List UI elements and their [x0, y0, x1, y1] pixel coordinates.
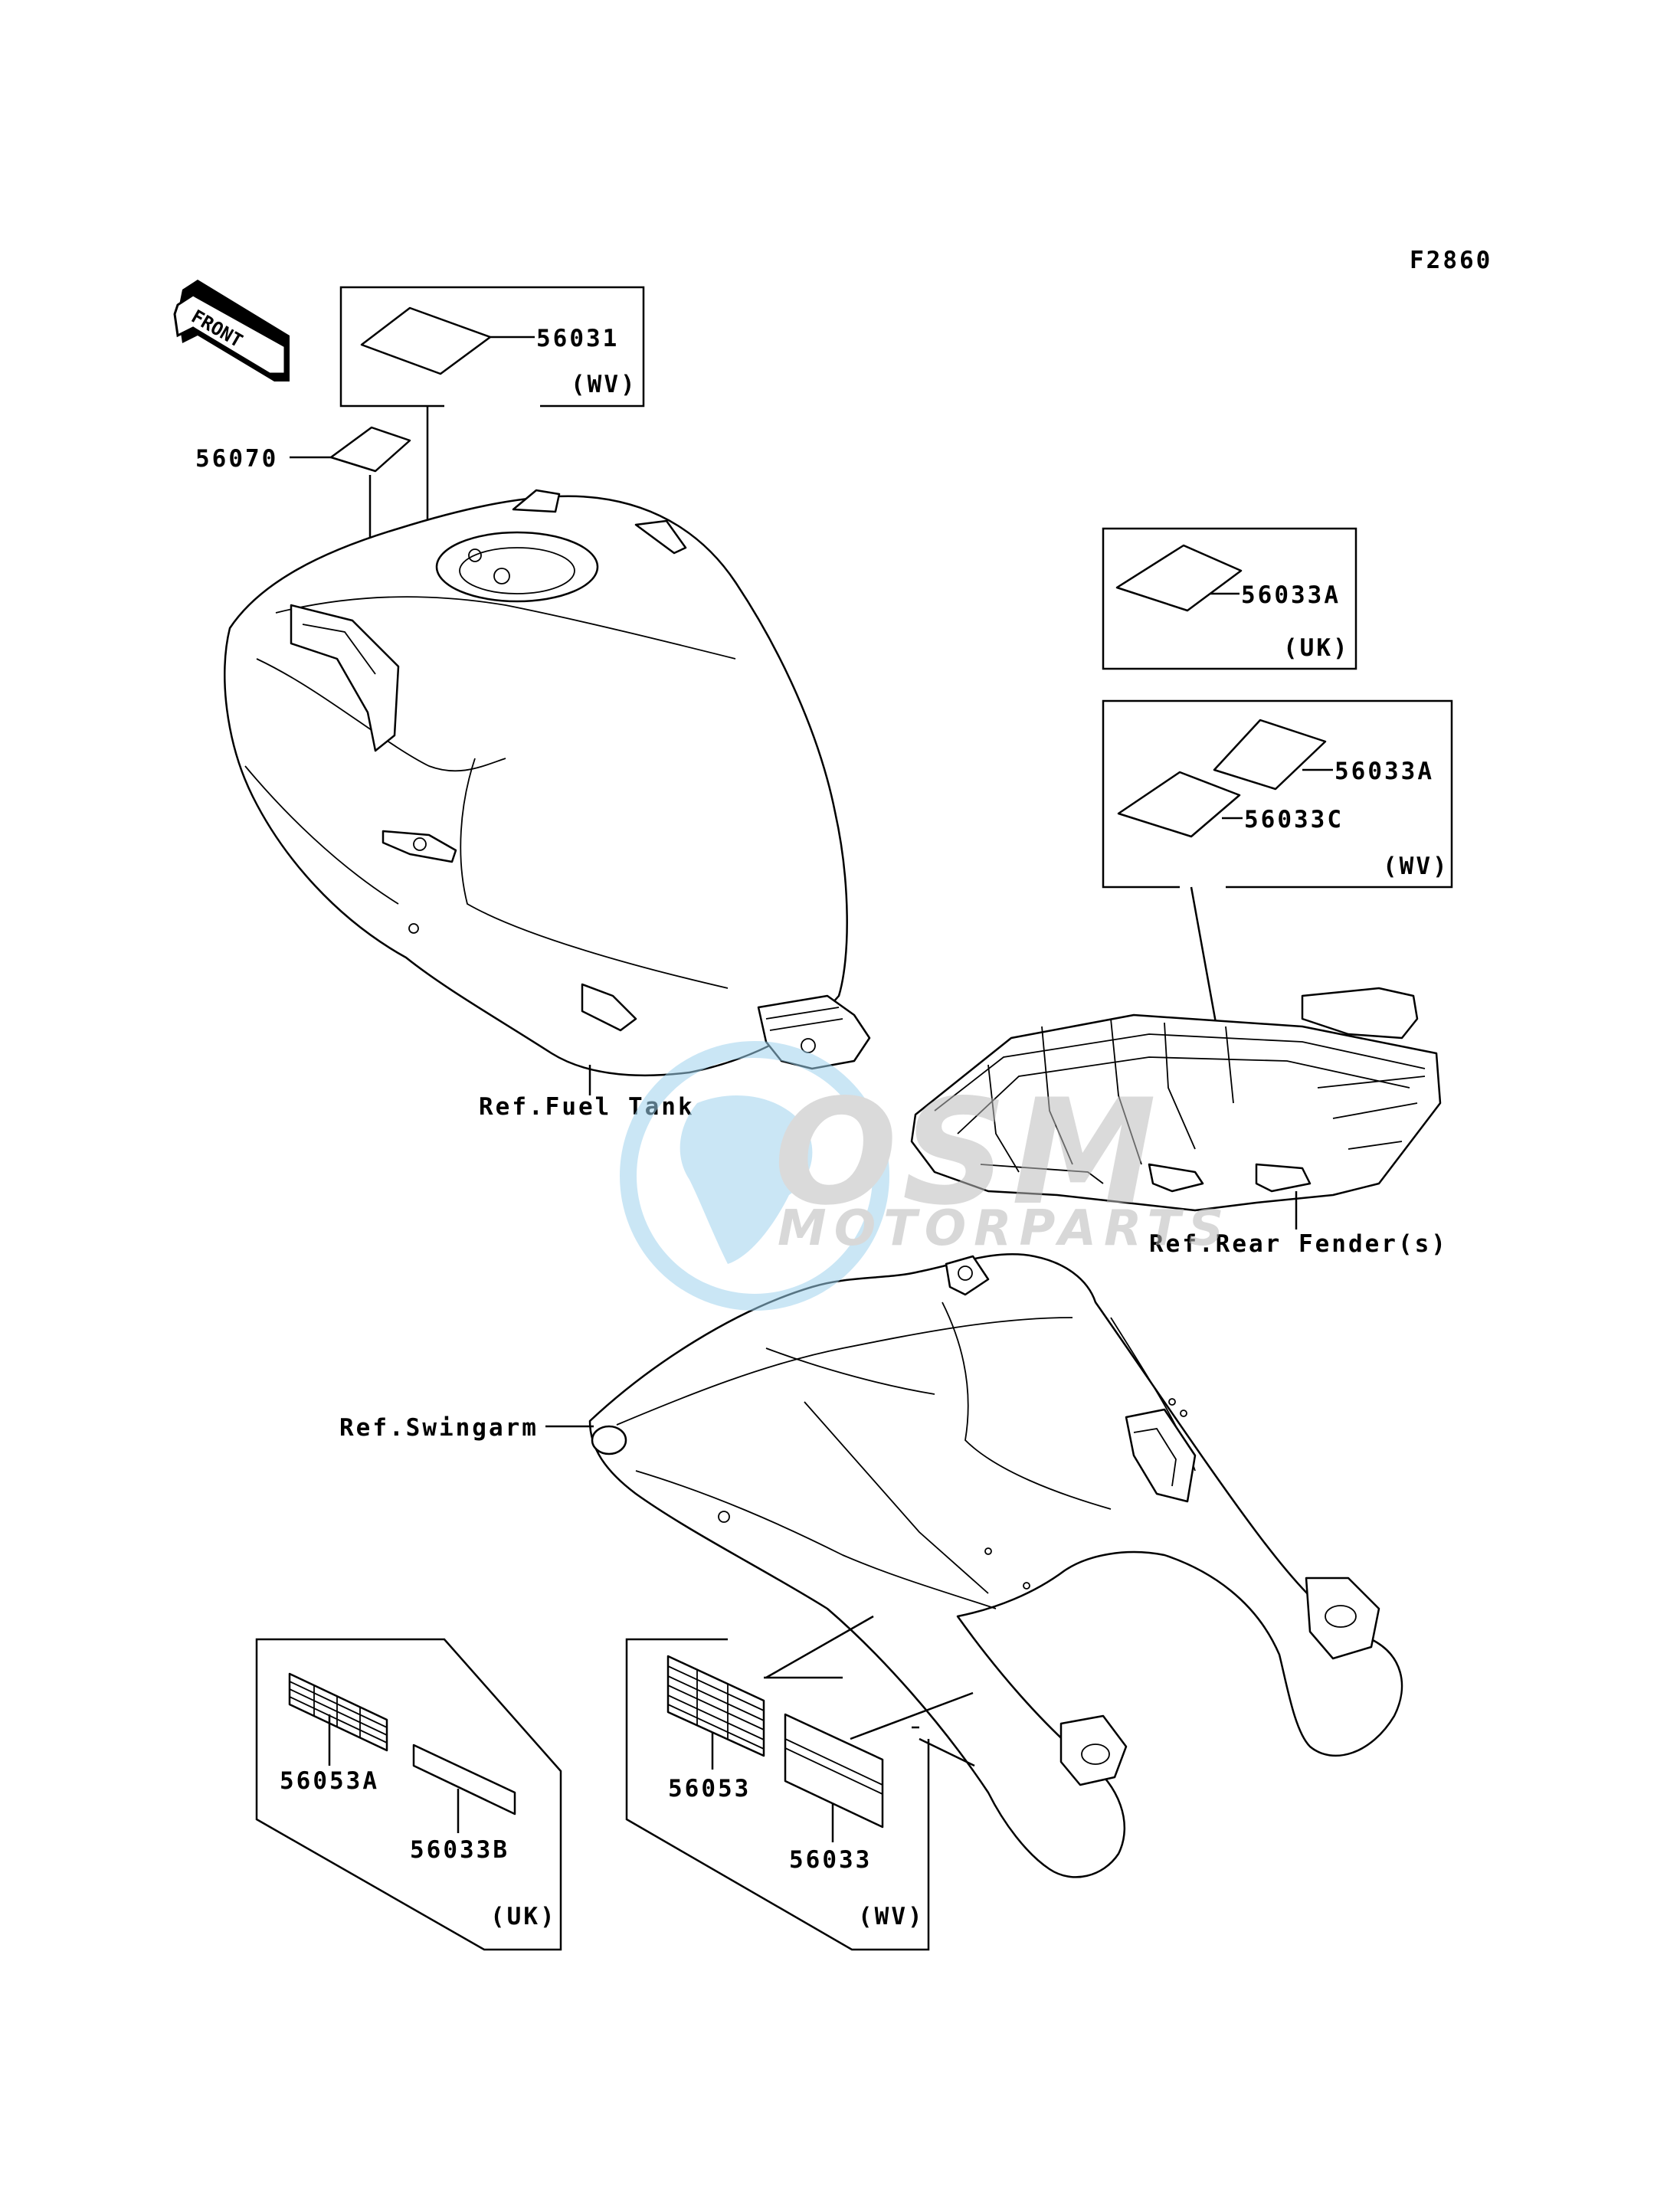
fuel-tank-drawing [224, 489, 871, 1077]
decal-56053-icon [666, 1655, 765, 1757]
decal-56033-icon [784, 1713, 884, 1829]
region-label-wv-right: (WV) [1383, 853, 1449, 880]
part-number-56053: 56053 [668, 1775, 751, 1802]
part-number-56033: 56033 [789, 1846, 872, 1874]
region-label-uk-right: (UK) [1283, 634, 1350, 662]
callout-box-uk-bottom: 56053A 56033B (UK) [255, 1638, 562, 1951]
part-number-56033A-uk: 56033A [1241, 581, 1341, 609]
ref-swingarm: Ref.Swingarm [339, 1414, 539, 1442]
part-number-56033B: 56033B [410, 1836, 509, 1864]
ref-rear-fender: Ref.Rear Fender(s) [1149, 1230, 1448, 1258]
part-number-56070: 56070 [195, 445, 278, 473]
callout-box-56031: 56031 (WV) [339, 286, 645, 540]
part-number-56031: 56031 [536, 325, 619, 352]
callout-box-56033A-uk: 56033A (UK) [1102, 527, 1357, 670]
callout-box-wv-bottom: 56053 56033 (WV) [625, 1615, 975, 1951]
part-number-56033A-wv: 56033A [1335, 758, 1434, 785]
front-arrow-icon: FRONT [173, 280, 290, 381]
swingarm-drawing [588, 1253, 1403, 1878]
rear-fender-drawing [910, 987, 1442, 1212]
watermark-logo: OSM MOTORPARTS [620, 1041, 1231, 1311]
decal-56053A-icon [288, 1672, 388, 1752]
watermark-sub: MOTORPARTS [778, 1200, 1231, 1257]
region-label-wv-bottom: (WV) [858, 1903, 925, 1930]
watermark-brand: OSM [774, 1068, 1161, 1237]
region-label-wv-top: (WV) [571, 371, 637, 398]
region-label-uk-bottom: (UK) [490, 1903, 557, 1930]
callout-box-56033-wv-right: 56033A 56033C (WV) [1102, 699, 1453, 1184]
part-56070: 56070 [195, 426, 411, 552]
part-number-56033C: 56033C [1244, 806, 1344, 833]
figure-code: F2860 [1410, 247, 1492, 274]
part-number-56053A: 56053A [280, 1767, 379, 1795]
